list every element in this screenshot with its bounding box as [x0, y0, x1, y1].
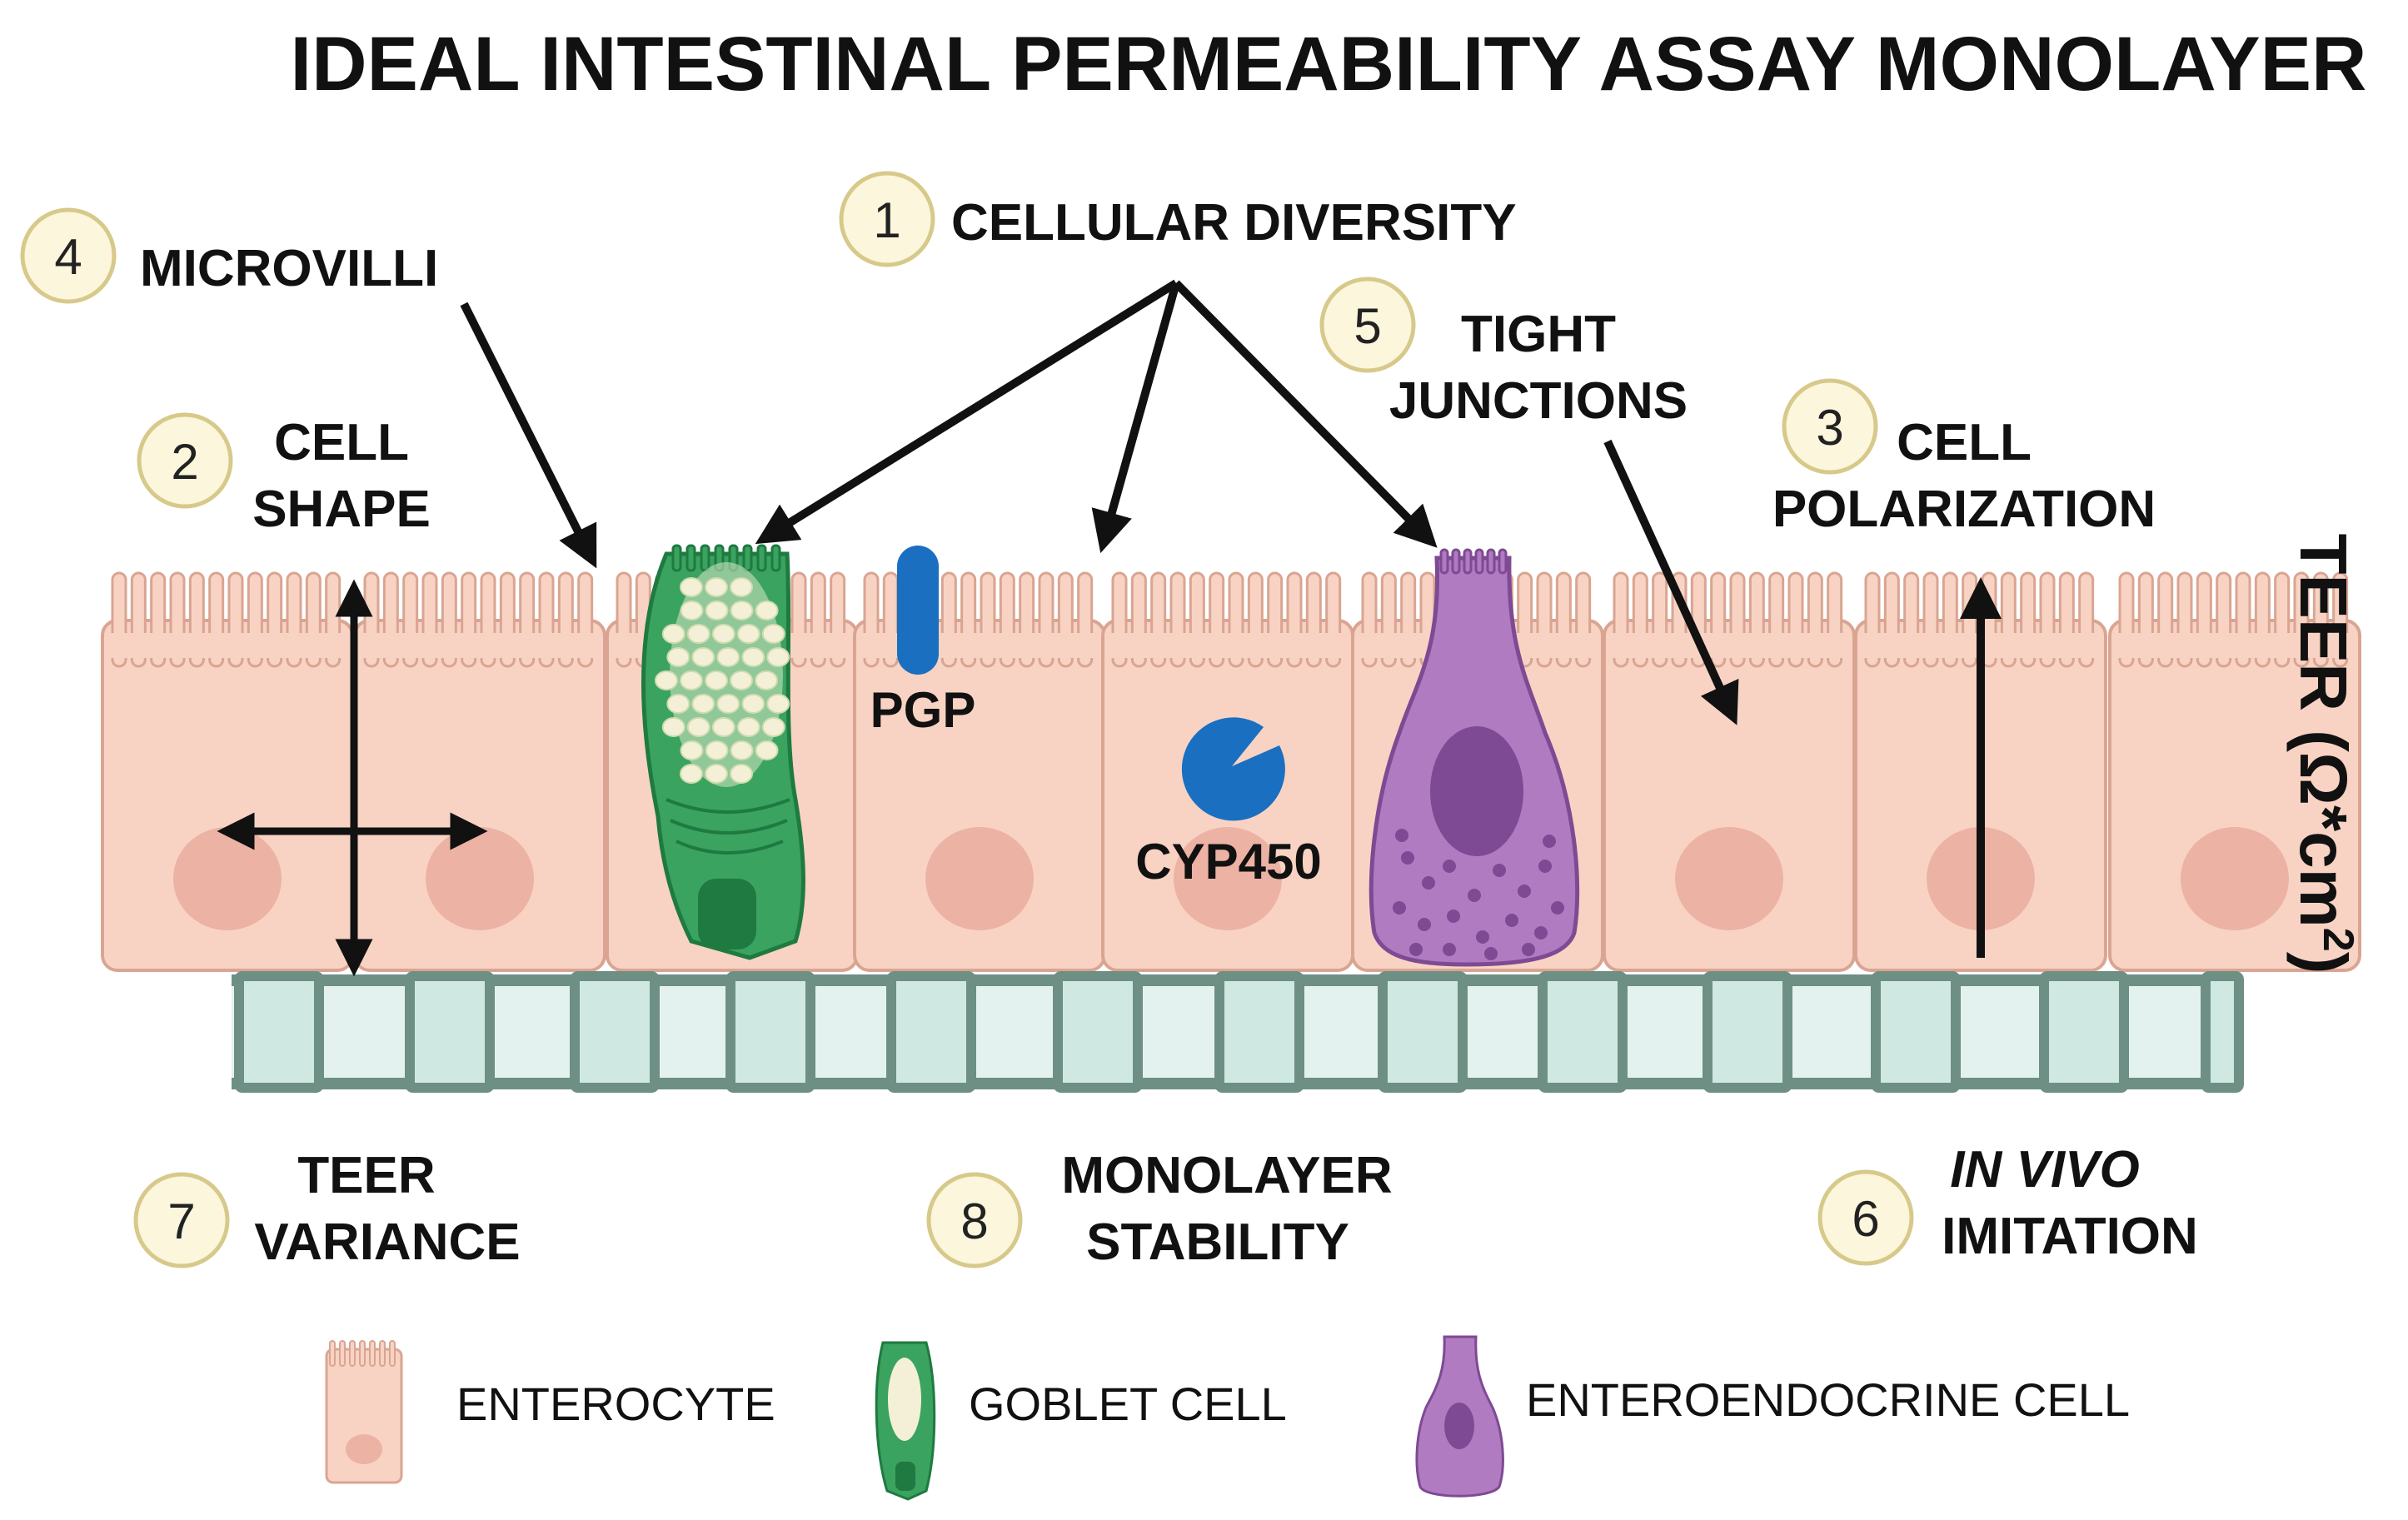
feature-4-microvilli: 4 MICROVILLI	[20, 207, 438, 304]
membrane-pore	[725, 971, 815, 1093]
membrane-pore	[1053, 971, 1143, 1093]
goblet-cell	[641, 544, 805, 960]
feature-3-cell-polarization: 3 CELL POLARIZATION	[1772, 378, 2156, 538]
teer-axis-label: TEER (Ω*cm2)	[2286, 534, 2362, 974]
svg-text:TEER: TEER	[297, 1147, 435, 1204]
svg-text:IMITATION: IMITATION	[1942, 1208, 2198, 1265]
feature-1-cellular-diversity: 1 CELLULAR DIVERSITY	[839, 171, 1517, 267]
microvilli-pointer	[460, 302, 597, 569]
mucin-granules	[655, 577, 790, 784]
porous-membrane	[232, 971, 2244, 1093]
enterocyte	[353, 571, 606, 972]
legend-enterocyte-label: ENTEROCYTE	[456, 1378, 775, 1430]
diagram-title: IDEAL INTESTINAL PERMEABILITY ASSAY MONO…	[291, 22, 2367, 107]
membrane-pore	[570, 971, 660, 1093]
enteroendocrine-cell	[1369, 548, 1580, 967]
svg-text:SHAPE: SHAPE	[252, 481, 431, 538]
feature-5-tight-junctions: 5 TIGHT JUNCTIONS	[1319, 277, 1688, 430]
svg-text:CELL: CELL	[274, 414, 409, 471]
svg-text:3: 3	[1816, 400, 1843, 456]
cellular-diversity-pointers	[755, 279, 1438, 554]
svg-text:8: 8	[960, 1194, 988, 1249]
membrane-pore	[405, 971, 495, 1093]
legend-enteroendocrine-cell-icon	[1415, 1335, 1504, 1498]
svg-text:CELL: CELL	[1897, 414, 2032, 471]
membrane-pore	[1538, 971, 1628, 1093]
enteroendocrine-microvilli	[1439, 548, 1508, 575]
svg-text:MONOLAYER: MONOLAYER	[1061, 1147, 1392, 1204]
cyp450-enzyme	[1181, 717, 1285, 821]
tight-junctions-pointer	[1603, 439, 1739, 725]
cyp450-label: CYP450	[1135, 834, 1321, 890]
membrane-pore	[2201, 971, 2244, 1093]
svg-text:POLARIZATION: POLARIZATION	[1772, 481, 2156, 538]
pgp-transporter	[897, 546, 939, 675]
secretory-granules	[1393, 829, 1564, 960]
svg-text:IN VIVO: IN VIVO	[1950, 1141, 2139, 1199]
svg-text:7: 7	[167, 1194, 195, 1249]
legend: ENTEROCYTE GOBLET CELL ENTEROENDOCRINE C…	[325, 1335, 2130, 1501]
pgp-label: PGP	[870, 682, 976, 738]
membrane-pore	[886, 971, 976, 1093]
enterocyte	[101, 571, 354, 972]
legend-enteroendocrine-cell-label: ENTEROENDOCRINE CELL	[1526, 1373, 2130, 1426]
membrane-pore	[1703, 971, 1792, 1093]
membrane-pore	[1871, 971, 1961, 1093]
svg-text:TIGHT: TIGHT	[1461, 306, 1616, 363]
legend-enterocyte-icon	[325, 1340, 403, 1484]
feature-2-cell-shape: 2 CELL SHAPE	[137, 412, 431, 538]
enterocyte	[2108, 571, 2361, 972]
feature-6-in-vivo-imitation: 6 IN VIVO IMITATION	[1817, 1141, 2198, 1266]
enterocyte	[853, 571, 1106, 972]
svg-text:1: 1	[873, 192, 900, 248]
svg-text:5: 5	[1354, 298, 1381, 354]
legend-goblet-cell-icon	[875, 1341, 936, 1501]
svg-text:2: 2	[171, 434, 198, 490]
cell-shape-arrows	[217, 579, 488, 977]
svg-text:MICROVILLI: MICROVILLI	[140, 240, 438, 297]
membrane-pore	[1378, 971, 1468, 1093]
feature-8-monolayer-stability: 8 MONOLAYER STABILITY	[926, 1147, 1393, 1271]
membrane-pore	[1214, 971, 1304, 1093]
svg-text:VARIANCE: VARIANCE	[254, 1214, 520, 1271]
svg-text:CELLULAR DIVERSITY: CELLULAR DIVERSITY	[951, 194, 1517, 252]
svg-text:4: 4	[54, 229, 82, 285]
membrane-pore	[234, 971, 324, 1093]
feature-7-teer-variance: 7 TEER VARIANCE	[133, 1147, 521, 1271]
svg-text:JUNCTIONS: JUNCTIONS	[1389, 372, 1688, 430]
enterocyte	[1101, 571, 1354, 972]
legend-goblet-cell-label: GOBLET CELL	[969, 1378, 1287, 1430]
svg-text:STABILITY: STABILITY	[1086, 1214, 1349, 1271]
enterocyte	[1603, 571, 1856, 972]
svg-text:6: 6	[1852, 1191, 1879, 1247]
membrane-pore	[2039, 971, 2129, 1093]
